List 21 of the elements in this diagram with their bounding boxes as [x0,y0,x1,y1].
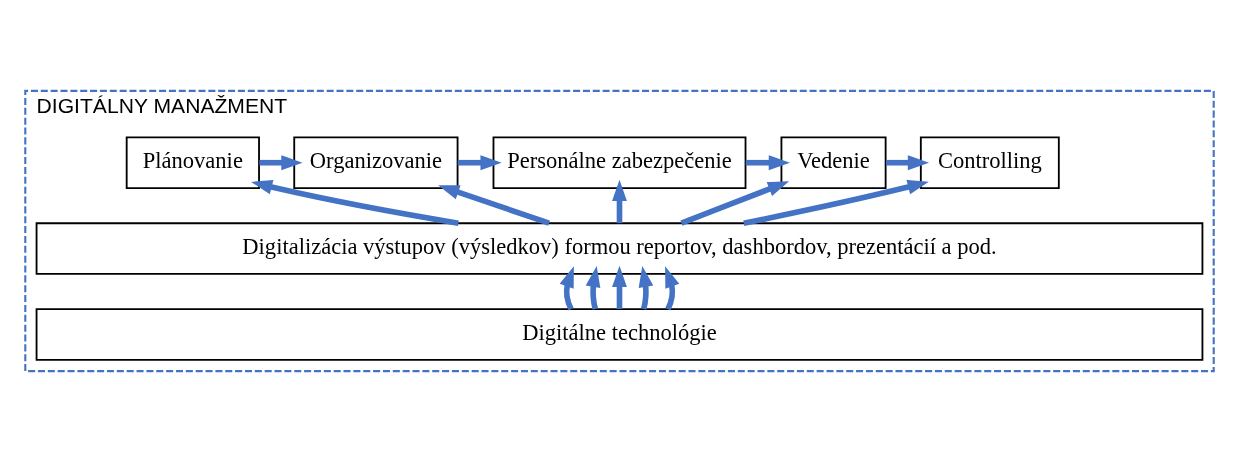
node-box: Vedenie [780,135,887,189]
arrow [457,154,502,170]
arrow [251,179,459,226]
arrow [680,180,790,226]
arrow [886,154,929,170]
node-box: Digitálne technológie [35,307,1204,361]
arrow [612,265,627,309]
node-box: Personálne zabezpečenie [492,135,747,189]
arrow [638,265,654,310]
arrow [438,184,550,226]
arrow [745,154,790,170]
arrow [743,179,929,226]
arrow [259,154,303,170]
arrow [559,265,574,310]
arrow [665,265,680,310]
node-box: Organizovanie [293,135,459,189]
node-box: Plánovanie [125,135,260,189]
arrow [585,265,601,310]
arrow [612,179,627,223]
node-box: Digitalizácia výstupov (výsledkov) formou reportov, dashbordov, prezentácií a pod. [35,221,1204,275]
node-box: Controlling [919,135,1060,189]
